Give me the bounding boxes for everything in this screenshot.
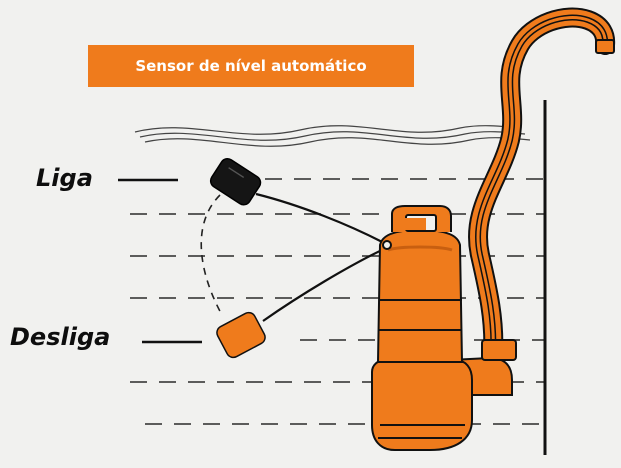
- label-desliga: Desliga: [10, 323, 111, 351]
- float-travel-arc: [200, 194, 223, 316]
- label-liga: Liga: [36, 164, 93, 192]
- float-switch-black-icon: [209, 157, 262, 206]
- submersible-pump-icon: [371, 205, 517, 451]
- water-surface-icon: [134, 125, 531, 147]
- off-float-cable: [262, 247, 387, 322]
- title-banner: Sensor de nível automático: [88, 45, 414, 87]
- discharge-pipe-icon: [468, 7, 616, 365]
- float-switch-orange-icon: [216, 311, 266, 359]
- on-float-cable: [255, 192, 387, 245]
